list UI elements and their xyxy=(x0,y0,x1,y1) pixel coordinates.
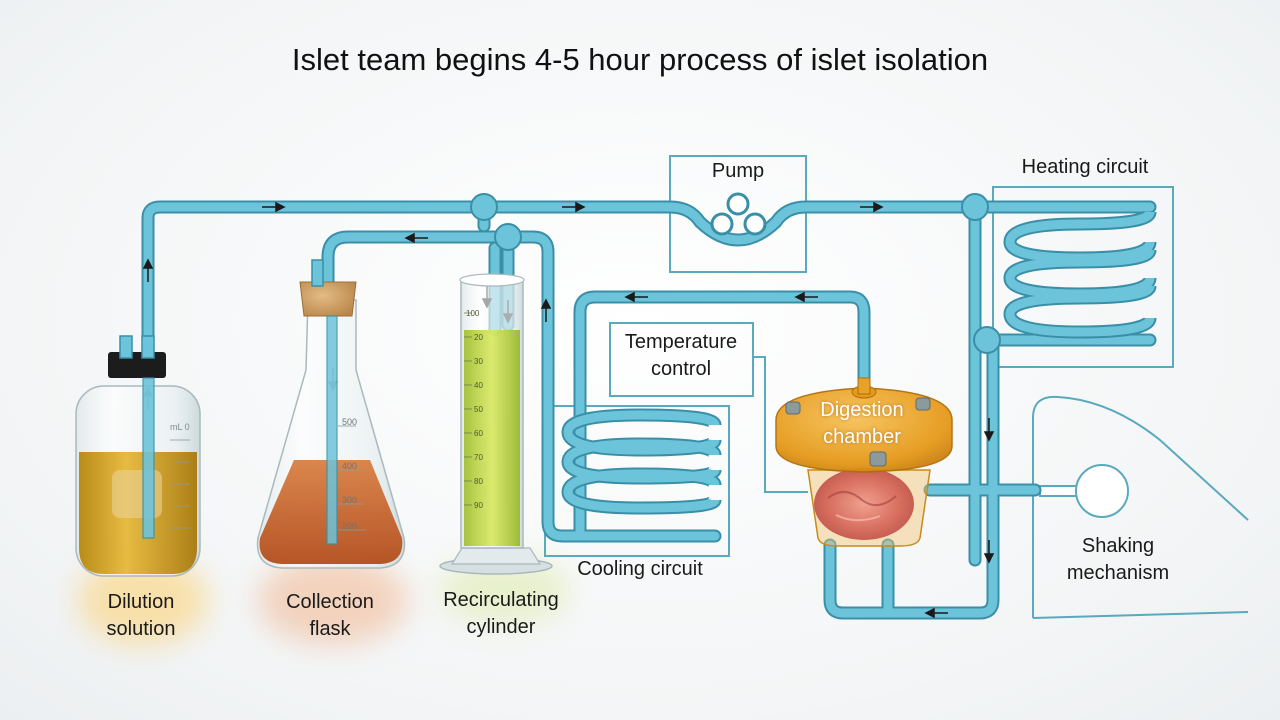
cylinder-volume-marks: 100 20 30 40 50 60 70 80 90 xyxy=(466,309,483,510)
collection-flask: 500 400 300 200 xyxy=(256,259,406,569)
collection-glow xyxy=(258,555,408,645)
bottle-unit-mark: mL 0 xyxy=(170,422,190,432)
heating-circuit-box xyxy=(992,186,1174,368)
cooling-circuit-label: Cooling circuit xyxy=(556,556,724,583)
recirculating-cylinder-label: Recirculating cylinder xyxy=(424,587,578,641)
arrow-down-icon xyxy=(983,540,995,564)
cylinder-volume-mark: 80 xyxy=(474,477,483,486)
digestion-chamber-label: Digestion chamber xyxy=(800,397,924,451)
recirculating-cylinder-line2: cylinder xyxy=(466,616,536,638)
arrow-left-icon xyxy=(624,291,648,303)
shaking-mechanism-label: Shaking mechanism xyxy=(1048,533,1188,587)
junction-heating-in xyxy=(961,193,989,221)
arrow-left-icon xyxy=(794,291,818,303)
cylinder-volume-mark: 100 xyxy=(466,309,480,318)
arrow-up-icon xyxy=(540,298,552,322)
cooling-circuit-label-text: Cooling circuit xyxy=(577,558,703,580)
pump-label: Pump xyxy=(688,158,788,185)
pump-rollers xyxy=(710,192,767,236)
cylinder-volume-mark: 30 xyxy=(474,357,483,366)
temperature-control-line1: Temperature xyxy=(624,331,738,353)
junction-cylinder xyxy=(494,223,522,251)
flask-volume-mark: 200 xyxy=(342,521,357,531)
flask-volume-mark: 300 xyxy=(342,495,357,505)
cylinder-volume-mark: 70 xyxy=(474,453,483,462)
cooling-coil xyxy=(561,408,722,515)
digestion-chamber xyxy=(775,377,953,547)
arrow-right-icon xyxy=(262,201,286,213)
collection-flask-line1: Collection xyxy=(286,591,374,613)
flask-volume-marks: 500 400 300 200 xyxy=(342,417,357,531)
cylinder-volume-mark: 50 xyxy=(474,405,483,414)
shaking-mechanism-line1: Shaking xyxy=(1081,535,1155,557)
recirculating-cylinder: 100 20 30 40 50 60 70 80 90 xyxy=(439,273,553,575)
collection-flask-label: Collection flask xyxy=(264,589,396,643)
temperature-control-line2: control xyxy=(650,358,712,380)
dilution-bottle: mL 0 xyxy=(75,335,201,577)
shaking-mechanism-line2: mechanism xyxy=(1066,562,1170,584)
temperature-control-label: Temperature control xyxy=(608,329,754,383)
flask-volume-mark: 400 xyxy=(342,461,357,471)
arrow-right-icon xyxy=(562,201,586,213)
recirculating-cylinder-line1: Recirculating xyxy=(443,589,559,611)
tube-junctions xyxy=(470,193,1001,354)
junction-heating-out xyxy=(973,326,1001,354)
cylinder-volume-mark: 60 xyxy=(474,429,483,438)
dilution-solution-label: Dilution solution xyxy=(82,589,200,643)
arrow-left-icon xyxy=(924,607,948,619)
pump-label-text: Pump xyxy=(711,160,765,182)
arrow-down-icon xyxy=(983,418,995,442)
pump-box xyxy=(669,155,807,273)
cylinder-volume-mark: 40 xyxy=(474,381,483,390)
arrow-left-icon xyxy=(404,232,428,244)
diagram-title: Islet team begins 4-5 hour process of is… xyxy=(291,42,989,77)
digestion-chamber-line2: chamber xyxy=(823,426,901,448)
dilution-solution-line1: Dilution xyxy=(107,591,175,613)
digestion-chamber-line1: Digestion xyxy=(820,399,904,421)
heating-coil xyxy=(1003,209,1157,339)
temperature-control-box xyxy=(609,322,808,493)
cylinder-volume-mark: 20 xyxy=(474,333,483,342)
flask-volume-mark: 500 xyxy=(342,417,357,427)
dilution-solution-line2: solution xyxy=(106,618,176,640)
heating-circuit-label-text: Heating circuit xyxy=(1021,156,1149,178)
cylinder-volume-mark: 90 xyxy=(474,501,483,510)
heating-circuit-label: Heating circuit xyxy=(990,154,1180,181)
shaking-mechanism-housing xyxy=(1032,395,1249,619)
junction-top-left xyxy=(470,193,498,221)
collection-flask-line2: flask xyxy=(309,618,351,640)
arrow-up-icon xyxy=(142,258,154,282)
arrow-right-icon xyxy=(860,201,884,213)
